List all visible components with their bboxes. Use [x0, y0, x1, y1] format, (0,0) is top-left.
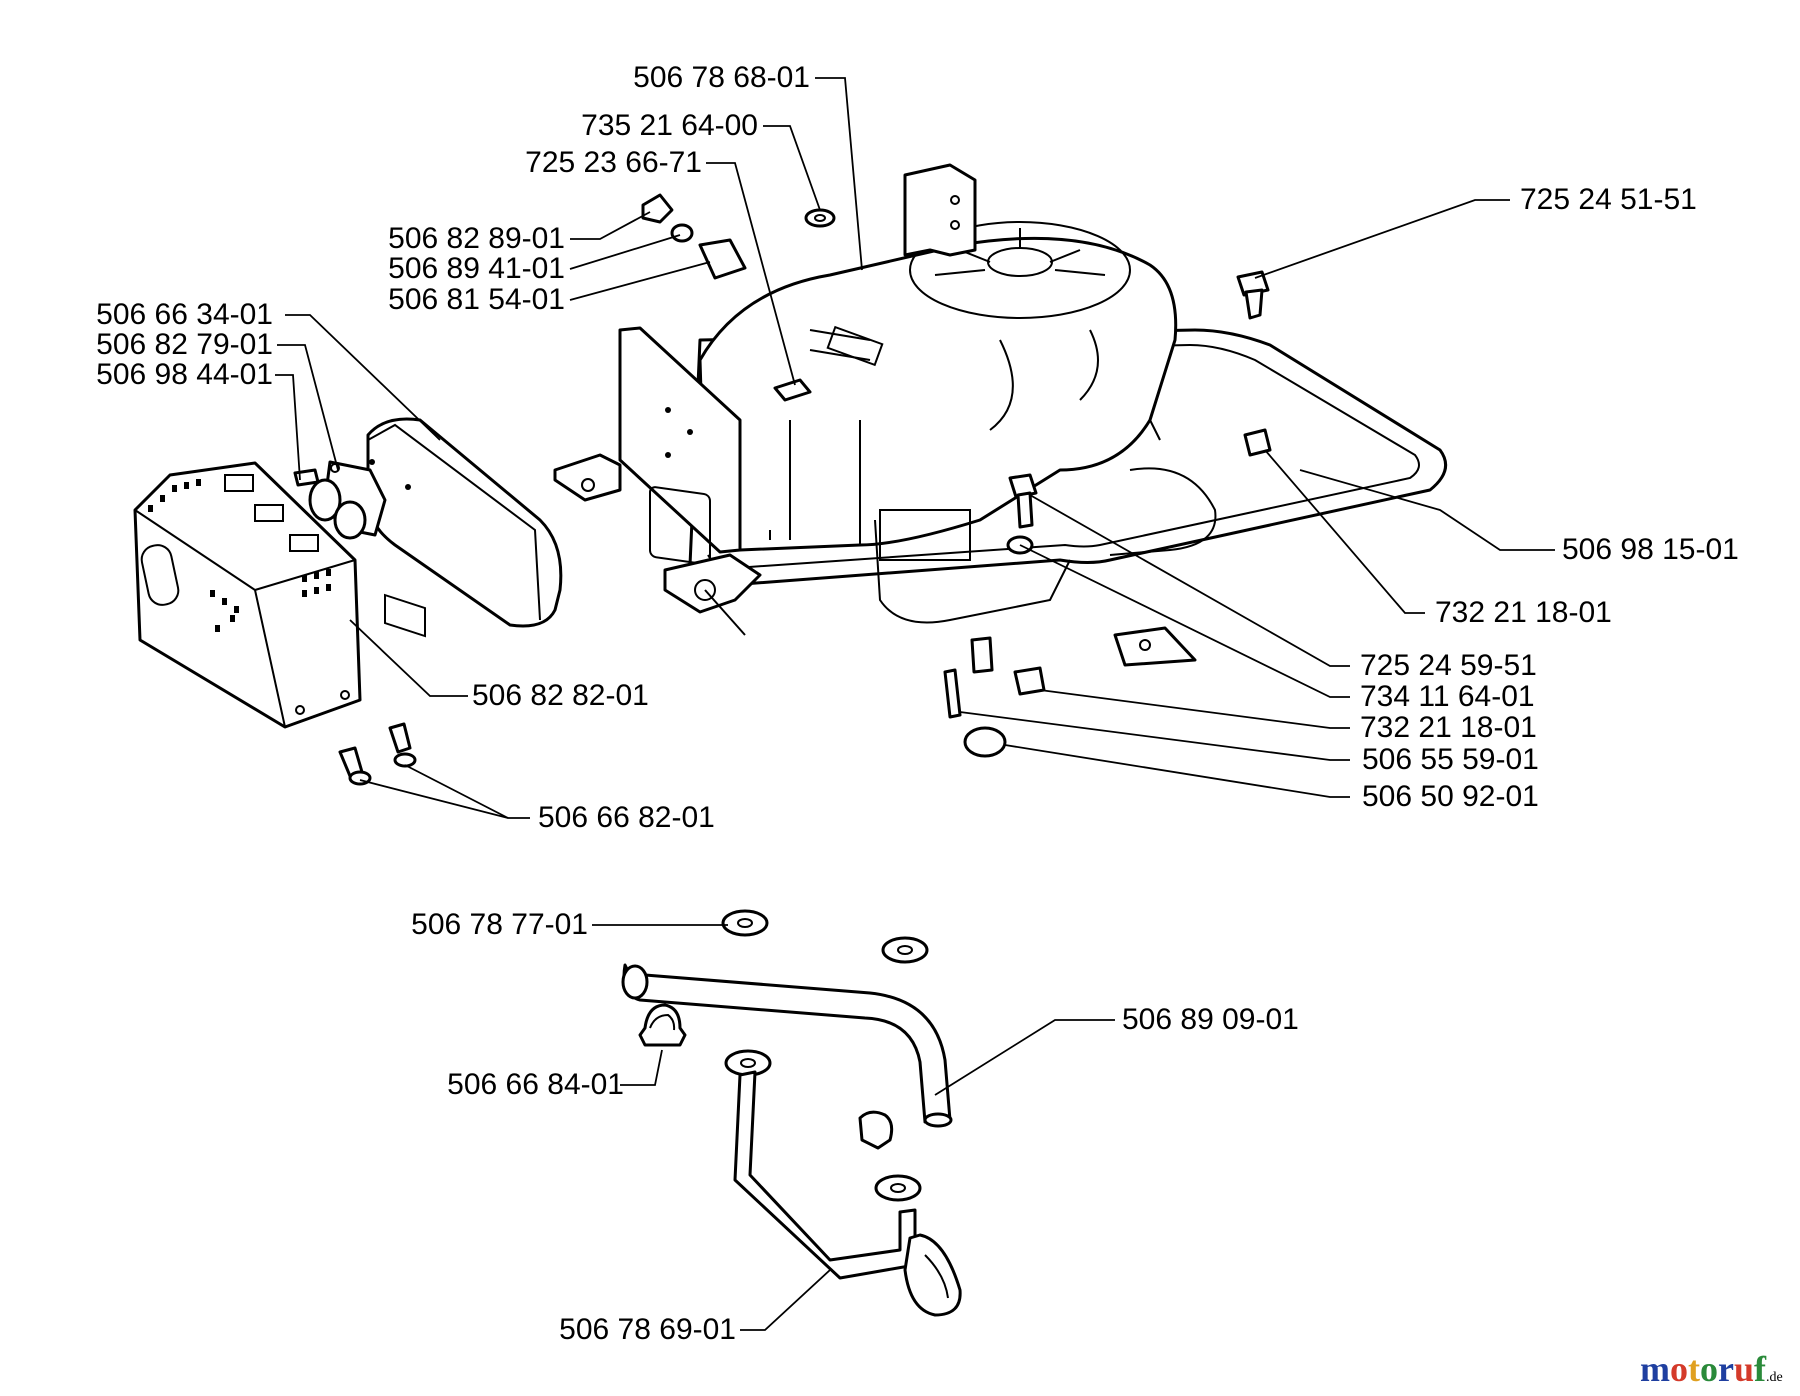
exhaust-gaskets-drawing [721, 909, 929, 1202]
brand-tld: .de [1766, 1370, 1783, 1385]
label-506-78-77-01: 506 78 77-01 [411, 908, 588, 941]
upper-bracket-drawing [903, 163, 977, 257]
label-734-11-64-01: 734 11 64-01 [1360, 680, 1535, 713]
brand-letter: t [1688, 1349, 1700, 1389]
label-725-24-51-51: 725 24 51-51 [1520, 183, 1697, 216]
brand-letter: f [1754, 1349, 1767, 1389]
pipe-clamps-drawing [638, 1003, 894, 1150]
label-506-66-84-01: 506 66 84-01 [447, 1068, 624, 1101]
label-725-23-66-71: 725 23 66-71 [525, 146, 702, 179]
engine-shroud-drawing [698, 221, 1217, 624]
label-735-21-64-00: 735 21 64-00 [581, 109, 758, 142]
label-506-89-41-01: 506 89 41-01 [388, 252, 565, 285]
exhaust-pipe-lower-drawing [733, 1070, 962, 1317]
label-506-81-54-01: 506 81 54-01 [388, 283, 565, 316]
exhaust-flange-drawing [308, 460, 387, 540]
label-506-55-59-01: 506 55 59-01 [1362, 743, 1539, 776]
label-725-24-59-51: 725 24 59-51 [1360, 649, 1537, 682]
label-506-66-34-01: 506 66 34-01 [96, 298, 273, 331]
label-506-89-09-01: 506 89 09-01 [1122, 1003, 1299, 1036]
muffler-body-drawing [366, 417, 563, 638]
brand-letter: u [1733, 1349, 1755, 1389]
brand-watermark: motoruf.de [1640, 1348, 1783, 1390]
label-506-82-82-01: 506 82 82-01 [472, 679, 649, 712]
label-506-82-89-01: 506 82 89-01 [388, 222, 565, 255]
brand-letter: m [1640, 1349, 1670, 1389]
leader-lines [275, 77, 1555, 1331]
label-732-21-18-01-upper: 732 21 18-01 [1435, 596, 1612, 629]
label-506-82-79-01: 506 82 79-01 [96, 328, 273, 361]
muffler-cover-drawing [133, 461, 362, 729]
label-506-98-15-01: 506 98 15-01 [1562, 533, 1739, 566]
label-506-50-92-01: 506 50 92-01 [1362, 780, 1539, 813]
brand-letter: o [1670, 1349, 1688, 1389]
label-732-21-18-01-lower: 732 21 18-01 [1360, 711, 1537, 744]
brand-letter: o [1700, 1349, 1718, 1389]
small-fasteners-drawing [293, 193, 836, 487]
mounting-plate-drawing [553, 326, 1197, 667]
label-506-78-69-01: 506 78 69-01 [559, 1313, 736, 1346]
label-506-98-44-01: 506 98 44-01 [96, 358, 273, 391]
exhaust-pipe-upper-drawing [621, 963, 953, 1128]
label-506-78-68-01: 506 78 68-01 [633, 61, 810, 94]
label-506-66-82-01: 506 66 82-01 [538, 801, 715, 834]
brand-letter: r [1718, 1349, 1734, 1389]
muffler-screws-drawing [338, 722, 417, 786]
